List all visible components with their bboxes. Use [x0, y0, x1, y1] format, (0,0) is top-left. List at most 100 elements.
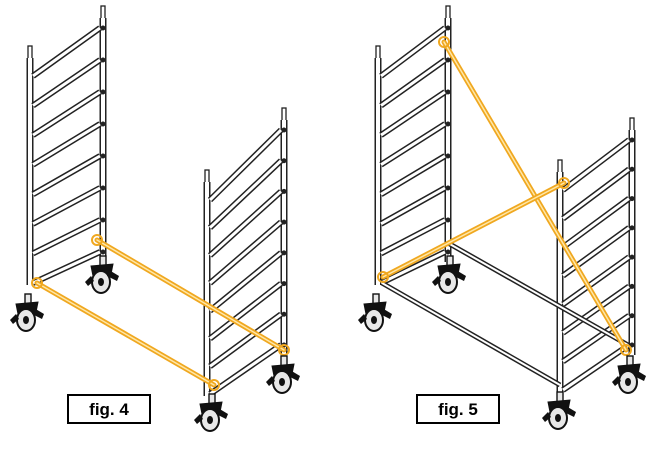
frame-rung [207, 158, 284, 230]
frame-rung [561, 166, 631, 221]
left-end-frame [374, 5, 452, 286]
brace-hook [438, 36, 450, 48]
frame-rung [379, 89, 447, 138]
post-cap [27, 45, 33, 61]
frame-rung [31, 57, 102, 109]
rung-clamp [100, 153, 106, 159]
rung-clamp [100, 57, 106, 63]
castor-wheel [612, 355, 646, 394]
frame-rung [379, 249, 447, 286]
frame-rung [31, 185, 102, 227]
rung-clamp [445, 153, 451, 159]
frame-rung [31, 153, 102, 197]
left-end-frame [26, 5, 107, 286]
frame-rung [561, 196, 631, 250]
rung-clamp [445, 121, 451, 127]
frame-rung [561, 254, 631, 307]
post-cap [629, 117, 635, 133]
frame-rung [379, 153, 447, 197]
frame-rung [31, 89, 102, 138]
post-cap [375, 45, 381, 61]
frame-rung [208, 281, 283, 341]
rung-clamp [445, 25, 451, 31]
figure-4-caption: fig. 4 [67, 394, 151, 424]
brace-hook [377, 271, 389, 283]
frame-rung [379, 57, 447, 109]
frame-rung [379, 121, 447, 168]
frame-rung [208, 311, 283, 369]
castor-wheel [542, 391, 576, 430]
rung-clamp [100, 185, 106, 191]
rung-clamp [629, 166, 635, 172]
castor-wheel [432, 255, 466, 294]
post-cap [557, 159, 563, 175]
rung-clamp [100, 249, 106, 255]
castor-wheel [10, 293, 44, 332]
rung-clamp [281, 127, 287, 133]
figure-4-illustration [10, 5, 300, 432]
rung-clamp [281, 219, 287, 225]
frame-rung [561, 137, 631, 193]
rung-clamp [629, 254, 635, 260]
rung-clamp [629, 313, 635, 319]
brace-hook [278, 344, 290, 356]
post-cap [281, 107, 287, 123]
rung-clamp [281, 158, 287, 164]
diagonal-brace [377, 177, 570, 283]
post-cap [445, 5, 451, 21]
rung-clamp [629, 137, 635, 143]
brace-hook [31, 277, 43, 289]
horizontal-brace-upper [91, 234, 290, 356]
horizontal-brace-lower [31, 277, 220, 391]
rung-clamp [629, 225, 635, 231]
frame-rung [561, 342, 631, 393]
frame-rung [207, 189, 284, 258]
right-end-frame [556, 117, 636, 393]
post-cap [204, 169, 210, 185]
frame-rung [31, 25, 102, 79]
castor-wheel [358, 293, 392, 332]
frame-rung [379, 217, 447, 257]
post-cap [100, 5, 106, 21]
frame-rung [208, 250, 283, 314]
frame-rung [561, 313, 631, 364]
frame-rung [207, 127, 284, 203]
horizontal-brace-fitted [380, 280, 562, 388]
brace-hook [91, 234, 103, 246]
castor-wheel [266, 355, 300, 394]
rung-clamp [445, 57, 451, 63]
horizontal-brace-fitted [446, 240, 630, 348]
frame-rung [561, 225, 631, 279]
rung-clamp [629, 342, 635, 348]
frame-rung [31, 217, 102, 257]
rung-clamp [100, 89, 106, 95]
figure-5-illustration [358, 5, 646, 430]
rung-clamp [445, 89, 451, 95]
rung-clamp [445, 217, 451, 223]
rung-clamp [629, 196, 635, 202]
rung-clamp [281, 311, 287, 317]
brace-hook [620, 344, 632, 356]
rung-clamp [100, 25, 106, 31]
frame-rung [379, 25, 447, 79]
frame-rung [31, 121, 102, 168]
rung-clamp [445, 185, 451, 191]
castor-wheel [194, 393, 228, 432]
frame-rung [379, 185, 447, 227]
rung-clamp [100, 121, 106, 127]
castor-wheel [85, 255, 119, 294]
frame-rung [208, 342, 283, 397]
rung-clamp [281, 281, 287, 287]
brace-hook [558, 177, 570, 189]
frame-rung [208, 219, 283, 286]
rung-clamp [629, 283, 635, 289]
frame-rung [31, 249, 102, 286]
right-end-frame [203, 107, 288, 397]
figure-5-caption: fig. 5 [416, 394, 500, 424]
rung-clamp [100, 217, 106, 223]
brace-hook [208, 379, 220, 391]
rung-clamp [281, 188, 287, 194]
frame-rung [561, 283, 631, 336]
rung-clamp [281, 250, 287, 256]
